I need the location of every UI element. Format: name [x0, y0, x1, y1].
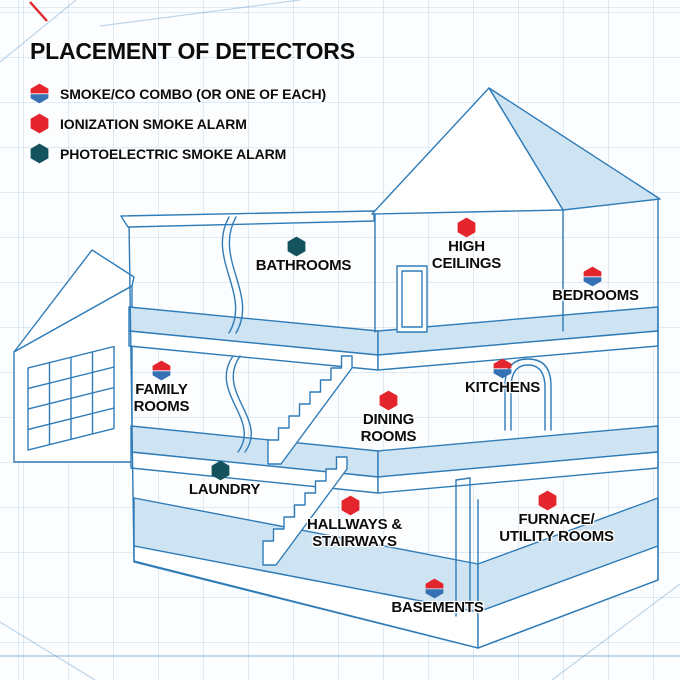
detector-icon-ionization	[457, 217, 476, 238]
detector-icon-ionization	[341, 495, 360, 516]
room-label-line: ROOMS	[133, 398, 190, 415]
room-marker-laundry: LAUNDRY	[189, 460, 260, 498]
room-label: KITCHENS	[465, 379, 540, 396]
room-label-line: STAIRWAYS	[312, 533, 397, 550]
garage-door	[27, 345, 115, 451]
page-title: PLACEMENT OF DETECTORS	[30, 38, 355, 64]
room-marker-kitchens: KITCHENS	[465, 358, 540, 396]
legend-label: PHOTOELECTRIC SMOKE ALARM	[60, 145, 287, 162]
room-label-line: CEILINGS	[431, 255, 502, 272]
room-label-line: LAUNDRY	[188, 481, 261, 498]
room-label: FURNACE/UTILITY ROOMS	[499, 511, 614, 545]
room-label-line: UTILITY ROOMS	[499, 528, 614, 545]
room-label-line: BEDROOMS	[552, 287, 639, 304]
room-label-line: ROOMS	[360, 428, 417, 445]
detector-icon-ionization	[30, 113, 49, 134]
detector-icon-combo	[425, 578, 444, 599]
roof	[371, 87, 661, 215]
house-structure	[120, 198, 659, 649]
room-label: BASEMENTS	[391, 599, 484, 616]
detector-icon-ionization	[538, 490, 557, 511]
legend-item-ionization: IONIZATION SMOKE ALARM	[30, 113, 355, 134]
room-label: BATHROOMS	[255, 257, 352, 274]
staircase-upper	[267, 355, 353, 465]
room-marker-furnace-utility: FURNACE/UTILITY ROOMS	[499, 490, 614, 545]
detector-icon-combo	[493, 358, 512, 379]
room-marker-bathrooms: BATHROOMS	[256, 236, 351, 274]
room-label-line: KITCHENS	[464, 379, 541, 396]
detector-icon-photoelectric	[287, 236, 306, 257]
detector-icon-photoelectric	[30, 143, 49, 164]
room-marker-basements: BASEMENTS	[391, 578, 484, 616]
room-label-line: HALLWAYS &	[307, 516, 402, 533]
staircase-lower	[262, 456, 348, 566]
legend-label: IONIZATION SMOKE ALARM	[60, 115, 247, 132]
room-marker-bedrooms: BEDROOMS	[552, 266, 639, 304]
legend-label: SMOKE/CO COMBO (OR ONE OF EACH)	[60, 85, 327, 102]
legend-item-combo: SMOKE/CO COMBO (OR ONE OF EACH)	[30, 83, 355, 104]
room-label-line: BATHROOMS	[255, 257, 352, 274]
room-label: BEDROOMS	[552, 287, 639, 304]
garage	[13, 249, 135, 463]
room-label-line: BASEMENTS	[391, 599, 484, 616]
decorative-red-slash	[29, 1, 48, 22]
detector-icon-combo	[152, 360, 171, 381]
legend: SMOKE/CO COMBO (OR ONE OF EACH) IONIZATIO…	[30, 83, 355, 164]
detector-icon-combo	[30, 83, 49, 104]
room-label-line: HIGH	[448, 238, 485, 255]
room-label-line: DINING	[362, 411, 415, 428]
room-label: HALLWAYS &STAIRWAYS	[307, 516, 402, 550]
header: PLACEMENT OF DETECTORS SMOKE/CO COMBO (O…	[30, 40, 355, 173]
room-label-line: FURNACE/	[518, 511, 595, 528]
detector-icon-ionization	[379, 390, 398, 411]
room-marker-hallways-stairways: HALLWAYS &STAIRWAYS	[307, 495, 402, 550]
detector-icon-combo	[583, 266, 602, 287]
room-label: LAUNDRY	[188, 481, 261, 498]
room-label-line: FAMILY	[135, 381, 188, 398]
legend-item-photoelectric: PHOTOELECTRIC SMOKE ALARM	[30, 143, 355, 164]
detector-icon-photoelectric	[211, 460, 230, 481]
